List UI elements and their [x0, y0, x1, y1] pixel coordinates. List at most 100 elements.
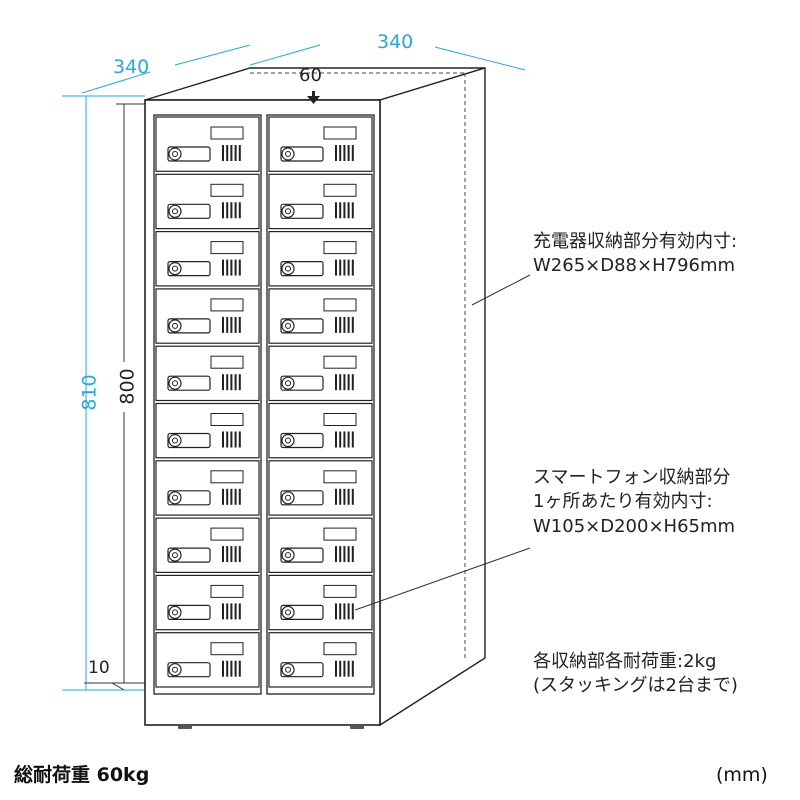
vent-slot [238, 660, 241, 677]
lock-icon [168, 491, 182, 505]
vent-slot [222, 488, 224, 505]
locker-doors [153, 114, 375, 695]
name-plate [210, 183, 244, 197]
vent-slot [335, 145, 337, 161]
name-plate [323, 413, 357, 426]
door-panel [155, 345, 260, 402]
vent-slot [234, 488, 237, 505]
vent-slot [351, 603, 354, 620]
vent-slot [347, 603, 350, 620]
name-plate [210, 413, 244, 426]
charger-leader-line [471, 274, 531, 306]
door-panel [268, 116, 373, 172]
name-plate [210, 241, 244, 255]
vent-slot [335, 374, 337, 391]
vent-slot [234, 316, 237, 333]
vent-slot [230, 145, 233, 161]
phone-storage-line3: W105×D200×H65mm [533, 515, 736, 537]
vent-slot [234, 546, 237, 563]
locker-door [155, 517, 260, 573]
vent-slot [238, 603, 241, 620]
vent-slot [351, 488, 354, 505]
lock-icon [281, 663, 295, 677]
vent-slot [226, 431, 229, 448]
slot-arrow [307, 91, 320, 104]
vent-slot [234, 145, 237, 161]
vent-slot [222, 145, 224, 161]
lock-keyhole [285, 666, 291, 673]
vent-slot [339, 488, 342, 505]
slot-dimension-label: 60 [299, 65, 322, 86]
lock-keyhole [285, 437, 291, 444]
lock-keyhole [172, 609, 178, 616]
door-panel [155, 231, 260, 287]
door-panel [155, 116, 260, 172]
lock-keyhole [285, 265, 291, 272]
lock-keyhole [285, 380, 291, 387]
door-panel [268, 231, 373, 287]
vent-slot [339, 145, 342, 161]
outer-dimension-lines [62, 44, 526, 691]
vent-slot [234, 259, 237, 276]
vent-slot [347, 374, 350, 391]
width-dimension-label: 340 [377, 31, 414, 53]
charger-storage-note: 充電器収納部分有効内寸: W265×D88×H796mm [533, 230, 737, 279]
vent-slot [351, 660, 354, 677]
lock-icon [281, 433, 295, 448]
cabinet-feet [178, 725, 364, 729]
locker-door [155, 345, 260, 402]
vent-slot [226, 316, 229, 333]
locker-door [268, 231, 373, 287]
lock-icon [281, 605, 295, 620]
locker-door [155, 231, 260, 287]
lock-icon [281, 262, 295, 276]
lock-icon [281, 204, 295, 218]
charger-storage-line1: 充電器収納部分有効内寸: [533, 231, 738, 252]
door-panel [268, 402, 373, 459]
lock-icon [168, 605, 182, 620]
depth-dimension-label: 340 [113, 56, 150, 78]
vent-slot [222, 546, 224, 563]
load-line1: 各収納部各耐荷重:2kg [533, 651, 717, 672]
vent-slot [339, 546, 342, 563]
vent-slot [339, 431, 342, 448]
vent-slot [234, 374, 237, 391]
vent-slot [343, 145, 346, 161]
vent-slot [339, 316, 342, 333]
lock-icon [168, 147, 182, 161]
phone-storage-note: スマートフォン収納部分 1ヶ所あたり有効内寸: W105×D200×H65mm [533, 466, 735, 539]
name-plate [323, 298, 357, 312]
body-height-label: 800 [116, 368, 139, 405]
locker-door [155, 173, 260, 230]
vent-slot [230, 546, 233, 563]
lock-keyhole [172, 151, 178, 157]
vent-slot [335, 603, 337, 620]
vent-slot [343, 374, 346, 391]
total-height-label: 810 [78, 374, 101, 411]
vent-slot [222, 202, 224, 219]
vent-slot [347, 259, 350, 276]
phone-leader-line [354, 547, 531, 611]
lock-keyhole [285, 208, 291, 215]
vent-slot [335, 546, 337, 563]
name-plate [323, 470, 357, 484]
vent-slot [234, 660, 237, 677]
vent-slot [351, 145, 354, 161]
unit-label: (mm) [716, 764, 768, 786]
leader-lines [354, 274, 531, 611]
lock-keyhole [285, 322, 291, 329]
vent-slot [226, 660, 229, 677]
base-height-label: 10 [88, 658, 110, 678]
lock-keyhole [285, 494, 291, 501]
lock-icon [168, 548, 182, 562]
locker-door [155, 116, 260, 172]
vent-slot [230, 603, 233, 620]
locker-door [268, 288, 373, 344]
locker-door [155, 402, 260, 459]
locker-door [155, 632, 260, 688]
lock-icon [168, 204, 182, 218]
door-panel [155, 460, 260, 516]
lock-keyhole [172, 666, 178, 673]
door-panel [268, 574, 373, 631]
vent-slot [343, 259, 346, 276]
